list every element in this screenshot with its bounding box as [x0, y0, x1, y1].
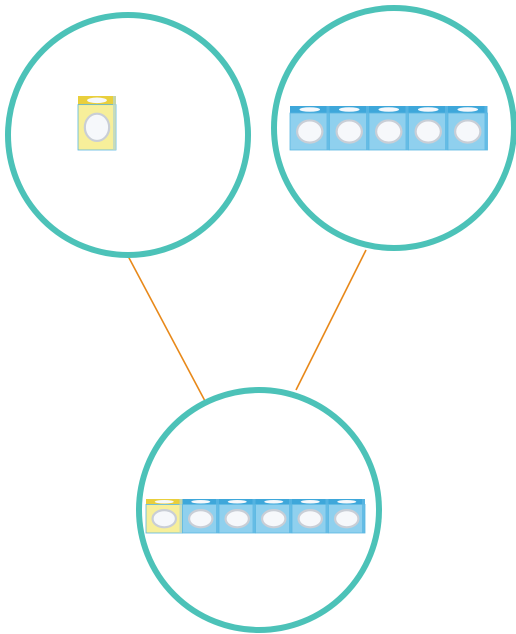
- blue-cube: [368, 106, 409, 151]
- blue-cube: [329, 106, 370, 151]
- blue-cube: [218, 499, 256, 534]
- part-right-cube-train: [289, 106, 488, 151]
- part-left-cube-train: [77, 96, 117, 151]
- connector-left: [127, 255, 206, 402]
- connectors: [127, 249, 367, 402]
- blue-cube: [408, 106, 449, 151]
- blue-cube: [447, 106, 488, 151]
- blue-cube: [182, 499, 220, 534]
- cube-trains: [77, 96, 488, 534]
- part-left-circle: [5, 12, 251, 258]
- connector-right: [295, 249, 367, 391]
- yellow-cube: [77, 96, 117, 151]
- blue-cube: [291, 499, 329, 534]
- blue-cube: [289, 106, 330, 151]
- blue-cube: [255, 499, 293, 534]
- whole-cube-train: [145, 499, 366, 534]
- yellow-cube: [145, 499, 183, 534]
- blue-cube: [328, 499, 366, 534]
